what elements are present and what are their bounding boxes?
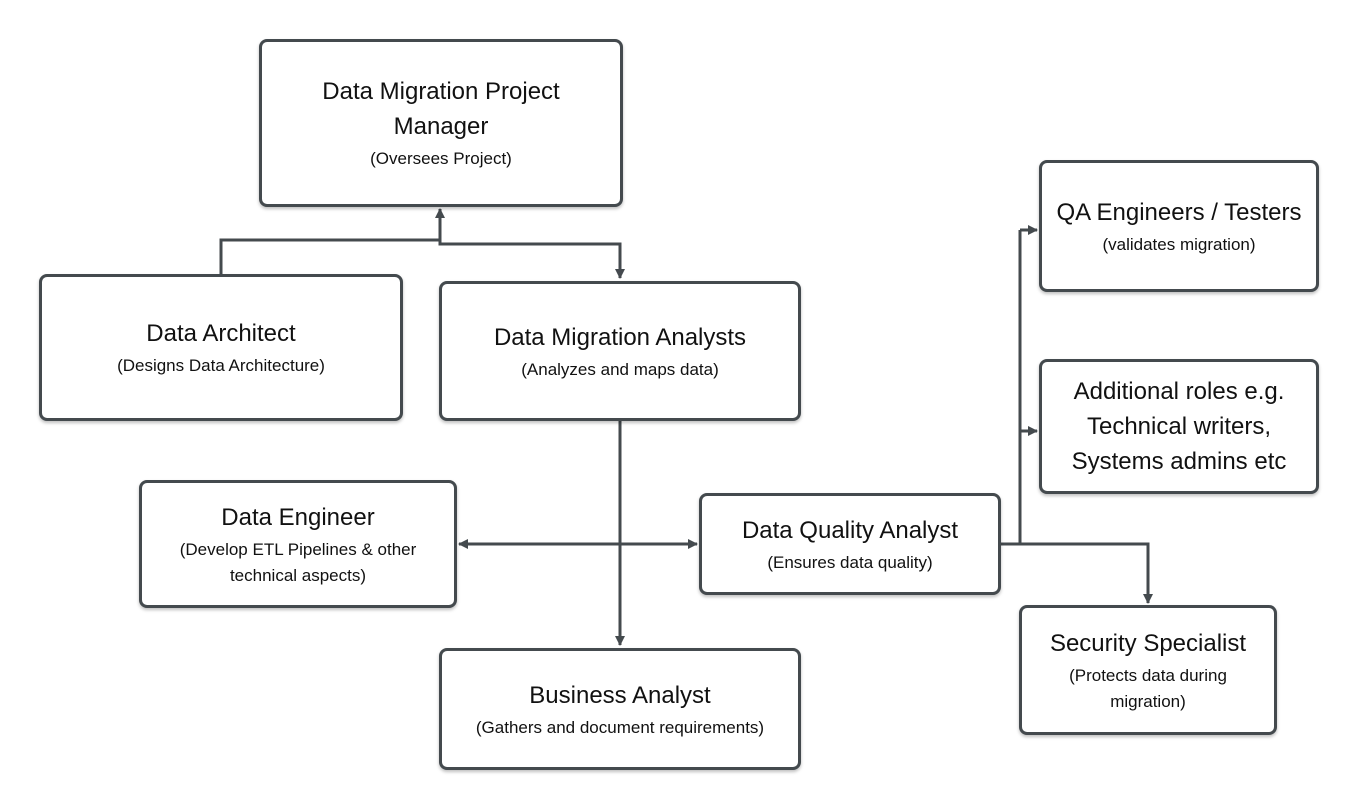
- node-title: Data Migration Project Manager: [322, 78, 560, 140]
- node-subtitle: (Protects data during migration): [1069, 665, 1227, 711]
- node-subtitle: (Analyzes and maps data): [521, 359, 719, 379]
- node-title: Business Analyst: [529, 681, 711, 709]
- node-title: Additional roles e.g. Technical writers,…: [1071, 378, 1287, 475]
- node-project-manager: Data Migration Project Manager (Oversees…: [259, 39, 623, 207]
- node-migration-analysts: Data Migration Analysts (Analyzes and ma…: [439, 281, 801, 421]
- node-qa-engineers: QA Engineers / Testers (validates migrat…: [1039, 160, 1319, 292]
- node-subtitle: (Ensures data quality): [767, 552, 933, 572]
- node-subtitle: (Oversees Project): [370, 149, 512, 168]
- node-title: Data Engineer: [221, 503, 375, 531]
- node-data-architect: Data Architect (Designs Data Architectur…: [39, 274, 403, 421]
- node-additional-roles: Additional roles e.g. Technical writers,…: [1039, 359, 1319, 494]
- node-quality-analyst: Data Quality Analyst (Ensures data quali…: [699, 493, 1001, 595]
- node-data-engineer: Data Engineer (Develop ETL Pipelines & o…: [139, 480, 457, 608]
- node-subtitle: (Gathers and document requirements): [475, 717, 765, 737]
- node-subtitle: (validates migration): [1102, 234, 1256, 254]
- node-title: Data Migration Analysts: [493, 323, 747, 351]
- node-title: Data Quality Analyst: [741, 516, 959, 544]
- node-business-analyst: Business Analyst (Gathers and document r…: [439, 648, 801, 770]
- node-subtitle: (Develop ETL Pipelines & other technical…: [179, 539, 417, 585]
- node-subtitle: (Designs Data Architecture): [117, 356, 325, 375]
- node-title: QA Engineers / Testers: [1056, 198, 1302, 226]
- node-title: Data Architect: [146, 320, 296, 347]
- node-title: Security Specialist: [1049, 629, 1247, 657]
- connector-manager-to-analysts: [438, 240, 625, 279]
- node-security-specialist: Security Specialist (Protects data durin…: [1019, 605, 1277, 735]
- connector-quality-trunk: [1001, 542, 1153, 604]
- connector-architect-to-manager: [219, 208, 445, 275]
